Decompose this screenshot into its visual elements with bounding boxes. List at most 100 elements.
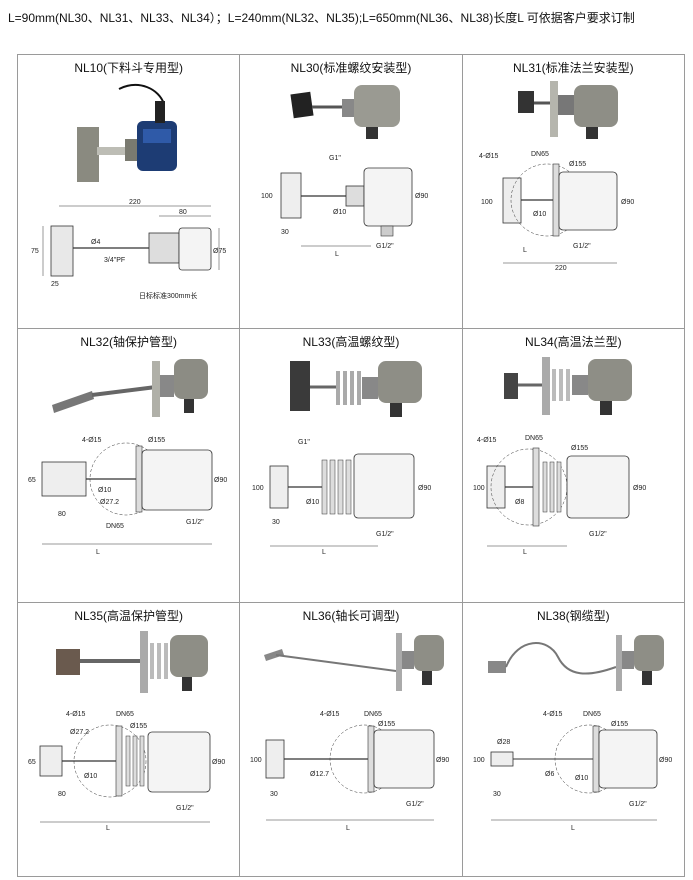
nl38-dimension-drawing: 4-Ø15 DN65 Ø155 Ø28 100 Ø90 Ø6 Ø10 30 G1… (473, 711, 672, 831)
dim-label: 100 (250, 757, 262, 764)
dim-label: Ø155 (130, 723, 147, 730)
product-cell-nl31: NL31(标准法兰安装型) 4-Ø15 DN65 Ø155 100 (461, 54, 686, 329)
dim-label: G1/2" (573, 243, 591, 250)
dim-label: 75 (31, 248, 39, 255)
adjustable-shaft-level-switch-photo (263, 633, 444, 691)
dim-label: 日标标准300mm长 (139, 291, 197, 300)
dim-label: Ø155 (569, 161, 586, 168)
dim-label: Ø90 (418, 485, 431, 492)
dim-label: Ø90 (214, 477, 227, 484)
dim-label: 4-Ø15 (66, 711, 86, 718)
dim-label: DN65 (525, 435, 543, 442)
cable-level-switch-photo (488, 635, 665, 691)
dim-label: 100 (473, 757, 485, 764)
dim-label: DN65 (364, 711, 382, 718)
dim-label: L (106, 825, 110, 831)
high-temp-flange-level-switch-photo (504, 357, 633, 415)
dim-label: Ø10 (333, 209, 346, 216)
dim-label: G1" (298, 439, 310, 446)
product-title: NL38(钢缆型) (536, 609, 610, 623)
nl34-dimension-drawing: 4-Ø15 DN65 Ø155 100 Ø90 Ø8 L G1/2" (473, 435, 646, 556)
dim-label: Ø90 (621, 199, 634, 206)
dim-label: 65 (28, 477, 36, 484)
dim-label: Ø90 (212, 759, 225, 766)
dim-label: 80 (58, 791, 66, 798)
product-cell-nl38: NL38(钢缆型) 4-Ø15 DN65 Ø155 Ø28 1 (461, 602, 686, 877)
dim-label: Ø90 (436, 757, 449, 764)
dim-label: G1/2" (406, 801, 424, 808)
dim-label: L (335, 251, 339, 258)
dim-label: DN65 (583, 711, 601, 718)
dim-label: Ø155 (571, 445, 588, 452)
dim-label: DN65 (116, 711, 134, 718)
dim-label: Ø90 (659, 757, 672, 764)
dim-label: Ø10 (306, 499, 319, 506)
dim-label: L (96, 549, 100, 556)
product-cell-nl34: NL34(高温法兰型) 4-Ø15 DN65 Ø155 (461, 328, 686, 603)
dim-label: G1/2" (376, 531, 394, 538)
nl33-dimension-drawing: G1" 100 Ø90 Ø10 30 L G1/2" (252, 439, 431, 556)
dim-label: 100 (473, 485, 485, 492)
dim-label: Ø155 (148, 437, 165, 444)
dim-label: L (346, 825, 350, 831)
dim-label: 100 (261, 193, 273, 200)
high-temp-threaded-level-switch-photo (289, 361, 422, 417)
dim-label: 4-Ø15 (543, 711, 563, 718)
dim-label: Ø6 (545, 771, 554, 778)
high-temp-guard-level-switch-photo (55, 631, 208, 693)
dim-label: DN65 (531, 151, 549, 158)
nl35-dimension-drawing: 4-Ø15 DN65 Ø27.2 Ø155 65 Ø90 Ø10 80 G1/2… (28, 711, 225, 831)
product-cell-nl10: NL10(下料斗专用型) 220 80 (16, 54, 241, 329)
dim-label: 4-Ø15 (479, 153, 499, 160)
dim-label: Ø8 (515, 499, 524, 506)
product-title: NL32(轴保护管型) (80, 335, 177, 349)
grid-row: NL10(下料斗专用型) 220 80 (16, 54, 686, 329)
dim-label: Ø90 (633, 485, 646, 492)
dim-label: 30 (493, 791, 501, 798)
dim-label: L (523, 247, 527, 254)
product-cell-nl32: NL32(轴保护管型) 4-Ø15 Ø155 65 Ø90 Ø (16, 328, 241, 603)
dim-label: 220 (555, 265, 567, 272)
threaded-level-switch-photo (290, 85, 400, 139)
nl10-dimension-drawing: 220 80 Ø4 75 Ø75 3/4"PF 25 日标标准300mm长 (31, 199, 226, 300)
product-title: NL31(标准法兰安装型) (512, 61, 634, 75)
nl36-dimension-drawing: 4-Ø15 DN65 Ø155 100 Ø90 Ø12.7 30 G1/2" L (250, 711, 449, 831)
product-grid: NL10(下料斗专用型) 220 80 (16, 54, 686, 877)
product-cell-nl30: NL30(标准螺纹安装型) G1" 100 Ø90 Ø10 30 (239, 54, 463, 329)
dim-label: 30 (270, 791, 278, 798)
dim-label: Ø27.2 (100, 499, 119, 506)
nl31-dimension-drawing: 4-Ø15 DN65 Ø155 100 Ø90 Ø10 L G1/2" 220 (479, 151, 634, 272)
dim-label: 4-Ø15 (477, 437, 497, 444)
dim-label: DN65 (106, 523, 124, 530)
dim-label: Ø12.7 (310, 771, 329, 778)
side-mount-level-switch-photo (76, 84, 177, 182)
dim-label: L (523, 549, 527, 556)
dim-label: G1/2" (376, 243, 394, 250)
dim-label: 4-Ø15 (82, 437, 102, 444)
dim-label: 220 (129, 199, 141, 206)
dim-label: G1/2" (186, 519, 204, 526)
dim-label: G1/2" (589, 531, 607, 538)
product-title: NL10(下料斗专用型) (74, 61, 183, 75)
product-title: NL35(高温保护管型) (74, 609, 183, 623)
dim-label: L (571, 825, 575, 831)
grid-row: NL32(轴保护管型) 4-Ø15 Ø155 65 Ø90 Ø (16, 328, 686, 603)
dim-label: Ø28 (497, 739, 510, 746)
nl30-dimension-drawing: G1" 100 Ø90 Ø10 30 L G1/2" (261, 155, 428, 258)
dim-label: 25 (51, 281, 59, 288)
dim-label: Ø4 (91, 239, 100, 246)
product-title: NL30(标准螺纹安装型) (290, 61, 412, 75)
product-title: NL36(轴长可调型) (302, 609, 400, 623)
product-cell-nl33: NL33(高温螺纹型) G1" 100 Ø90 Ø10 30 L (239, 328, 463, 603)
nl32-dimension-drawing: 4-Ø15 Ø155 65 Ø90 Ø10 Ø27.2 80 DN65 G1/2… (28, 437, 227, 556)
dim-label: Ø10 (533, 211, 546, 218)
dim-label: Ø10 (98, 487, 111, 494)
dim-label: Ø155 (378, 721, 395, 728)
dim-label: 65 (28, 759, 36, 766)
dim-label: G1" (329, 155, 341, 162)
flange-level-switch-photo (518, 81, 619, 139)
dim-label: 80 (58, 511, 66, 518)
dim-label: 3/4"PF (104, 257, 125, 264)
product-title: NL33(高温螺纹型) (302, 335, 400, 349)
dim-label: L (322, 549, 326, 556)
